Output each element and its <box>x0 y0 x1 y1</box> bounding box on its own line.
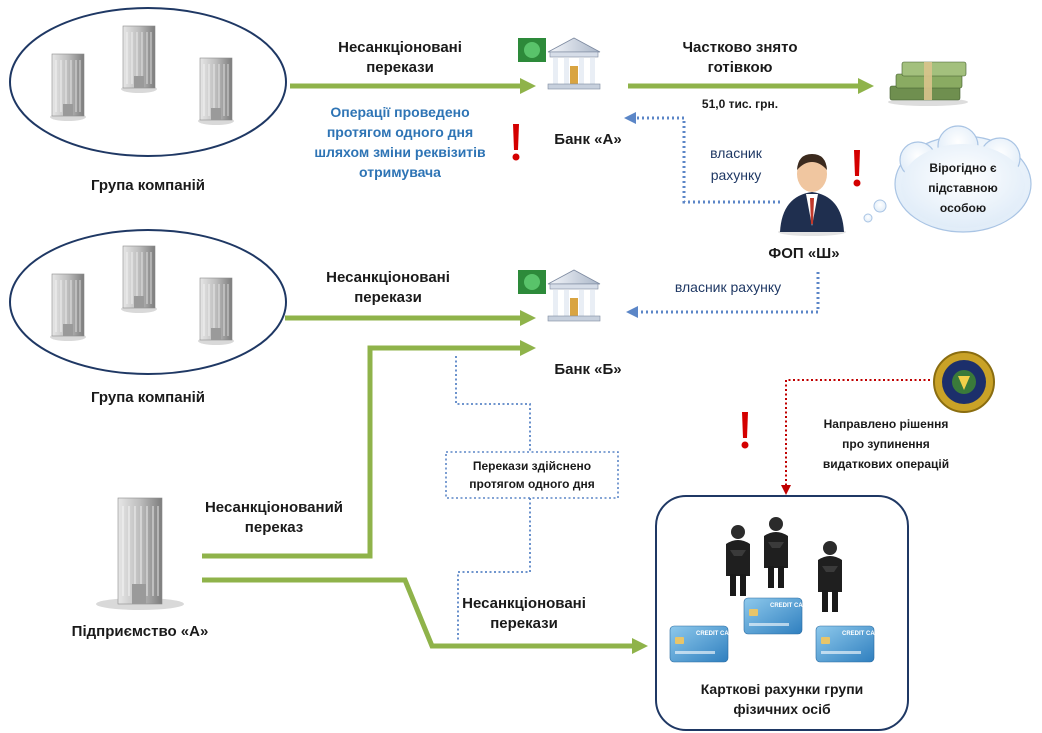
credit-card-text: CREDIT CARD <box>770 603 812 609</box>
alert-icon <box>512 124 520 161</box>
unsanctioned-transfers-label: перекази <box>354 289 422 306</box>
flow-arrow-enterprise-cards <box>202 577 649 655</box>
nominee-note: Вірогідно є <box>929 161 997 175</box>
unsanctioned-transfers-label: Несанкціоновані <box>338 39 462 56</box>
company-group-2-label: Група компаній <box>91 389 205 406</box>
unsanctioned-transfers-label: перекази <box>366 59 434 76</box>
unsanctioned-transfer-label: переказ <box>245 519 303 536</box>
fop-label: ФОП «Ш» <box>768 245 839 262</box>
enterprise-label: Підприємство «А» <box>72 623 209 640</box>
company-group-1 <box>9 7 287 157</box>
cash-withdrawn-label: готівкою <box>708 59 773 76</box>
cash-amount: 51,0 тис. грн. <box>702 97 778 111</box>
building-icon <box>120 245 158 314</box>
building-icon <box>197 277 235 346</box>
building-icon <box>49 53 87 122</box>
one-day-note-box <box>445 451 619 499</box>
building-icon <box>197 57 235 126</box>
credit-card-text: CREDIT CARD <box>842 631 884 637</box>
bank-a-label: Банк «А» <box>554 131 621 148</box>
nominee-note: підставною <box>928 181 997 195</box>
enterprise-building-icon <box>96 497 184 610</box>
cash-withdrawn-label: Частково знято <box>683 39 798 56</box>
decision-note: Направлено рішення <box>824 417 949 431</box>
company-group-2 <box>9 229 287 375</box>
operations-note: Операції проведено <box>330 104 469 120</box>
company-group-1-label: Група компаній <box>91 177 205 194</box>
account-owner-label: власник рахунку <box>675 279 781 295</box>
unsanctioned-transfers-label: Несанкціоновані <box>462 595 586 612</box>
unsanctioned-transfer-label: Несанкціонований <box>205 499 343 516</box>
card-accounts-label: фізичних осіб <box>733 701 831 717</box>
one-day-connector <box>455 356 531 452</box>
building-icon <box>49 273 87 342</box>
unsanctioned-transfers-label: перекази <box>490 615 558 632</box>
decision-note: видаткових операцій <box>823 457 949 471</box>
decision-link <box>781 379 930 495</box>
one-day-note: протягом одного дня <box>469 477 594 491</box>
operations-note: отримувача <box>359 164 441 180</box>
businessman-icon <box>778 154 846 236</box>
card-accounts-label: Карткові рахунки групи <box>701 681 864 697</box>
owner-link-bank-a <box>624 112 780 204</box>
money-icon <box>888 61 968 106</box>
alert-icon <box>741 412 749 449</box>
unsanctioned-transfers-label: Несанкціоновані <box>326 269 450 286</box>
operations-note: протягом одного дня <box>327 124 473 140</box>
building-icon <box>120 25 158 94</box>
flow-arrow-enterprise-bank-b <box>202 339 537 559</box>
bank-b-icon <box>517 269 601 322</box>
decision-note: про зупинення <box>842 437 930 451</box>
one-day-note: Перекази здійснено <box>473 459 591 473</box>
owner-link-bank-b <box>626 272 820 318</box>
alert-icon <box>853 150 861 187</box>
account-owner-label: рахунку <box>711 167 762 183</box>
nominee-note: особою <box>940 201 986 215</box>
one-day-connector <box>457 498 531 640</box>
thought-cloud <box>863 125 1032 233</box>
state-emblem-icon <box>933 351 995 413</box>
bank-a-icon <box>517 37 601 90</box>
bank-b-label: Банк «Б» <box>554 361 621 378</box>
account-owner-label: власник <box>710 145 763 161</box>
credit-card-text: CREDIT CARD <box>696 631 738 637</box>
operations-note: шляхом зміни реквізитів <box>314 144 486 160</box>
